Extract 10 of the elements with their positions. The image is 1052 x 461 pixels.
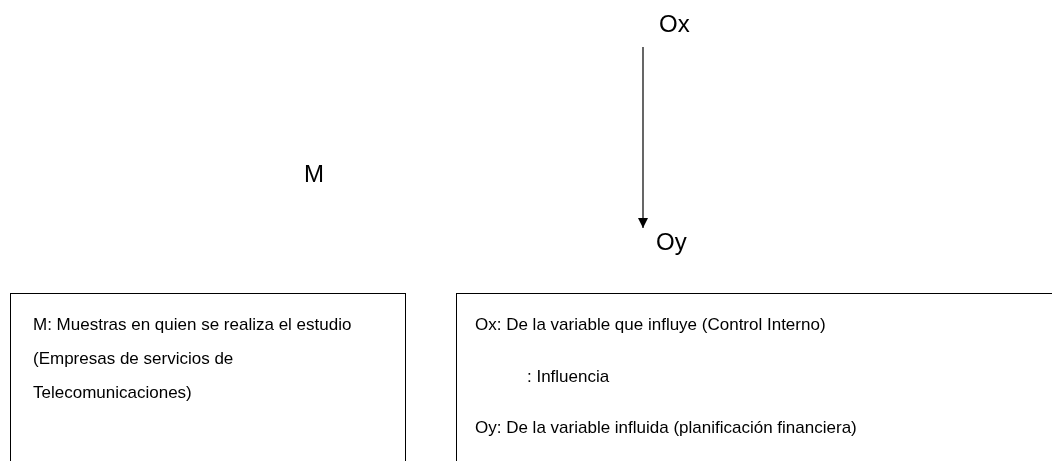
legend-box [10,293,406,461]
variable-symbol: Ox [659,10,699,40]
arrow [638,46,648,229]
definition-text: : Influencia [527,366,611,388]
definition-text: Oy: De la variable influida (planificación financiera) [475,417,858,439]
variable-symbol: M [304,160,328,188]
variable-symbol: Oy [656,228,696,258]
legend-box [456,293,1052,461]
definition-text: Ox: De la variable que influye (Control Interno) [475,314,827,336]
definition-text: M: Muestras en quien se realiza el estudio (Empresas de servicios de Telecomunicaciones) [33,314,353,404]
